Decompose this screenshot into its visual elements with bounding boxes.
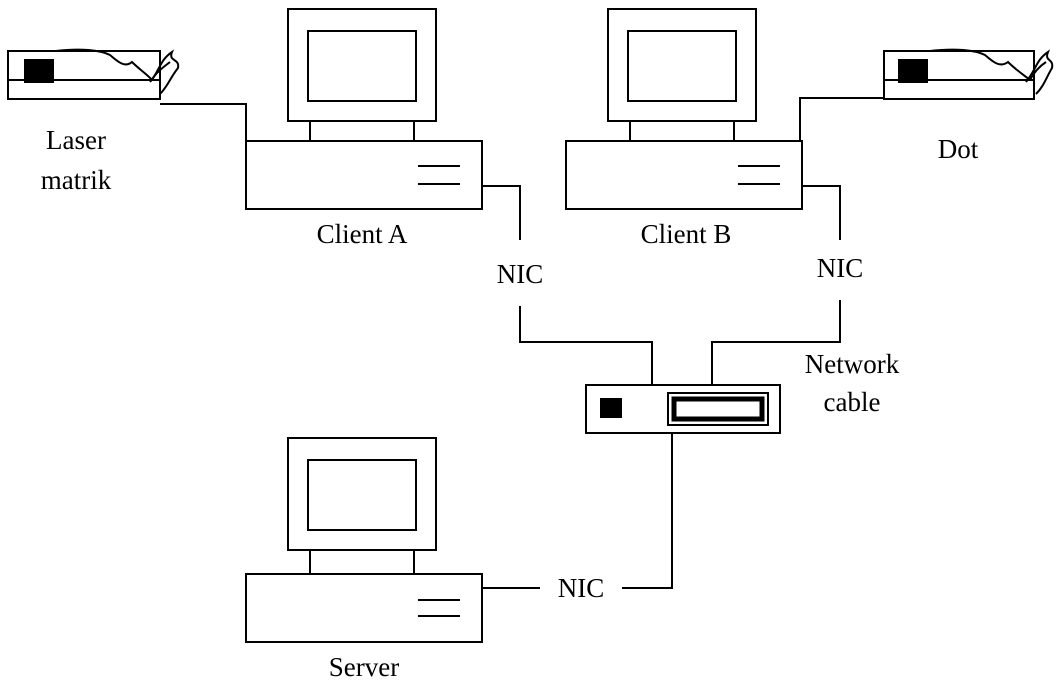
- printer-right-label: Dot: [938, 134, 979, 164]
- server-computer-icon: [245, 437, 483, 643]
- printer-left-label-line1: Laser: [46, 125, 106, 155]
- nic-client-a-label: NIC: [497, 259, 544, 289]
- nic-client-b-label: NIC: [817, 253, 864, 283]
- client-b-label: Client B: [641, 219, 732, 249]
- printer-left-label-line2: matrik: [41, 165, 112, 195]
- network-cable-label-line2: cable: [824, 387, 881, 417]
- server-label: Server: [329, 652, 399, 682]
- network-cables: [160, 97, 884, 589]
- client-a-computer-icon: [245, 8, 483, 210]
- network-cable-label-line1: Network: [805, 349, 900, 379]
- client-b-computer-icon: [565, 8, 803, 210]
- client-a-label: Client A: [317, 219, 408, 249]
- laser-matrik-printer-icon: [7, 48, 180, 100]
- dot-printer-icon: [883, 48, 1054, 100]
- nic-server-label: NIC: [558, 573, 605, 603]
- network-hub-icon: [585, 384, 781, 434]
